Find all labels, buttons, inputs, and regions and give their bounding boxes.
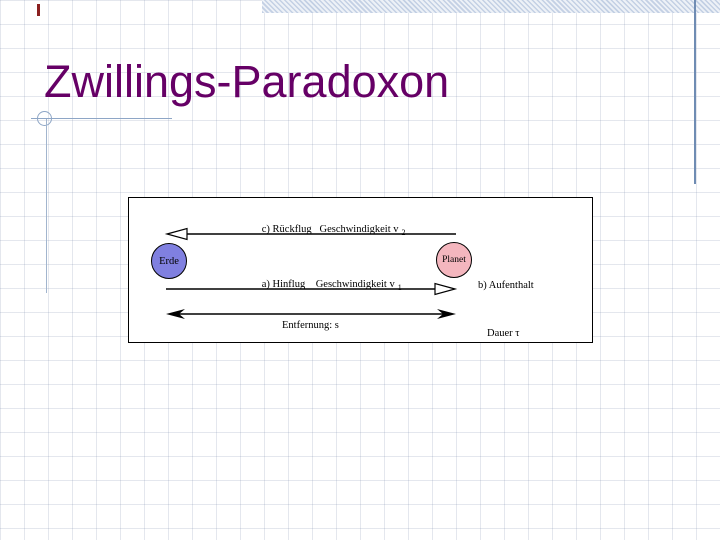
outbound-flight-text: a) Hinflug Geschwindigkeit v: [261, 279, 395, 290]
title-underline: [31, 118, 172, 119]
right-accent-line: [694, 0, 696, 184]
stay-label: b) Aufenthalt Dauer τ: [478, 246, 534, 374]
arrow-layer: [164, 227, 458, 319]
return-flight-subscript: 2: [401, 228, 406, 237]
stay-line2: Dauer τ: [487, 328, 520, 339]
planet-label: Planet: [442, 255, 466, 265]
outbound-flight-subscript: 1: [397, 283, 402, 292]
outbound-arrow: [166, 282, 458, 296]
return-arrow: [164, 227, 456, 241]
stay-line1: b) Aufenthalt: [478, 280, 534, 291]
distance-label: Entfernung: s: [282, 320, 339, 331]
left-accent-line: [46, 119, 47, 293]
planet-circle: Planet: [436, 242, 472, 278]
top-bar-decoration: [262, 0, 720, 13]
earth-circle: Erde: [151, 243, 187, 279]
distance-arrow: [166, 309, 456, 319]
page-title: Zwillings-Paradoxon: [44, 56, 450, 107]
return-flight-text: c) Rückflug Geschwindigkeit v: [261, 224, 399, 235]
red-tick-decoration: [37, 4, 40, 16]
earth-label: Erde: [159, 255, 179, 267]
circle-ornament: [37, 111, 52, 126]
